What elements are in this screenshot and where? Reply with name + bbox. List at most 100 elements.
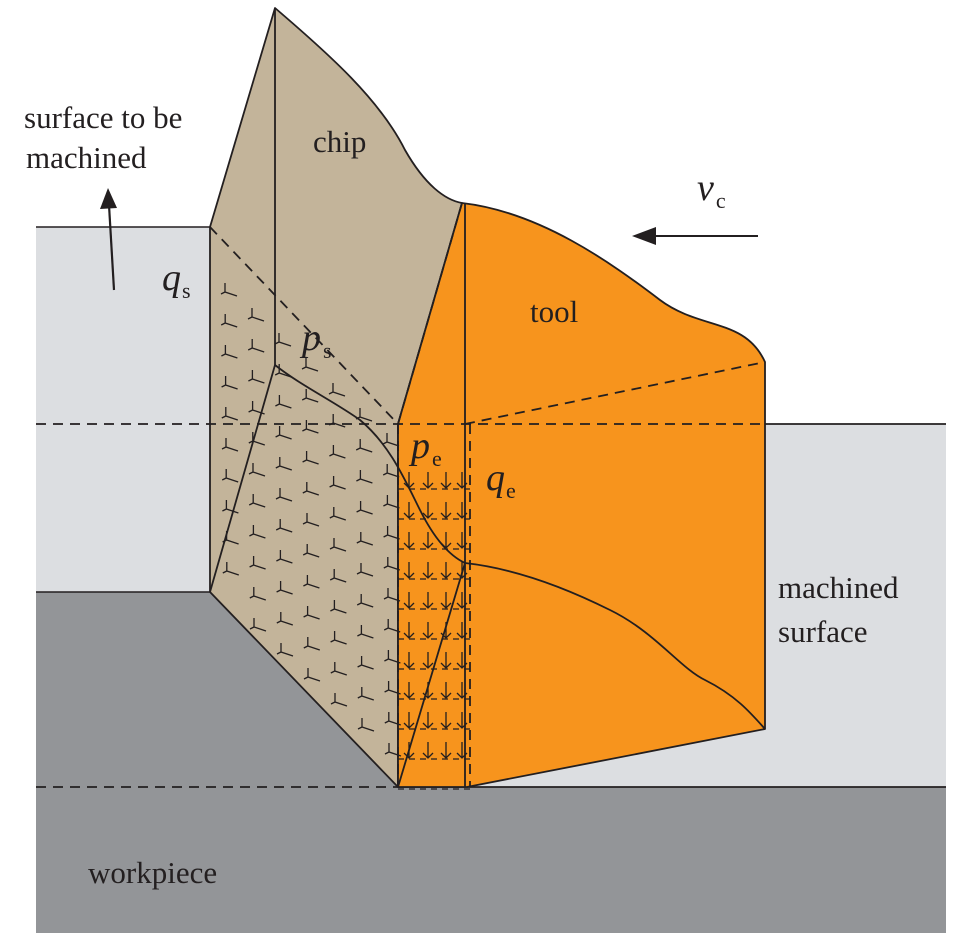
rake-flux-mark — [456, 592, 468, 609]
symbol-qs-base: q — [162, 257, 181, 299]
shear-flux-mark — [303, 575, 320, 589]
shear-flux-mark — [221, 438, 239, 452]
shear-heat-flux-arrows — [220, 283, 402, 757]
shear-flux-mark — [356, 501, 373, 515]
shear-flux-mark — [383, 619, 401, 633]
shear-flux-mark — [247, 308, 265, 322]
shear-flux-mark — [355, 408, 373, 422]
shear-flux-mark — [222, 500, 239, 514]
shear-flux-mark — [275, 519, 293, 533]
rake-flux-mark — [403, 682, 415, 699]
shear-flux-mark — [301, 358, 319, 372]
shear-flux-mark — [329, 507, 347, 521]
shear-flux-mark — [330, 631, 347, 645]
shear-flux-mark — [383, 526, 400, 540]
rake-flux-mark — [422, 742, 434, 759]
shear-flux-mark — [357, 687, 375, 701]
shear-flux-mark — [357, 656, 374, 670]
shear-flux-mark — [249, 587, 267, 601]
symbol-pe: pe — [408, 425, 442, 471]
rake-flux-mark — [440, 472, 452, 489]
shear-flux-mark — [303, 637, 321, 651]
rake-flux-mark — [422, 592, 434, 609]
rake-flux-mark — [403, 622, 415, 639]
shear-flux-mark — [302, 482, 320, 496]
symbol-ps: ps — [299, 317, 332, 363]
rake-flux-mark — [456, 532, 468, 549]
rake-flux-mark — [440, 712, 452, 729]
label-surface-to-be-machined-2: machined — [26, 140, 147, 175]
shear-flux-mark — [274, 364, 292, 378]
shear-flux-mark — [248, 463, 266, 477]
shear-flux-mark — [302, 544, 320, 558]
rake-flux-mark — [456, 652, 468, 669]
symbol-ps-base: p — [299, 317, 321, 359]
rake-flux-mark — [440, 652, 452, 669]
label-chip: chip — [313, 124, 366, 159]
shear-flux-mark — [221, 469, 239, 483]
shear-flux-mark — [220, 314, 238, 328]
shear-flux-mark — [276, 612, 294, 626]
shear-flux-mark — [356, 594, 374, 608]
shear-flux-mark — [248, 432, 266, 446]
shear-flux-mark — [330, 693, 348, 707]
shear-flux-mark — [248, 370, 265, 384]
shear-flux-mark — [303, 668, 321, 682]
symbol-ps-sub: s — [323, 338, 332, 363]
shear-flux-mark — [329, 476, 346, 490]
shear-flux-mark — [303, 606, 320, 620]
shear-flux-mark — [249, 556, 266, 570]
rake-flux-mark — [440, 562, 452, 579]
symbol-vc-sub: c — [716, 188, 726, 213]
rake-flux-mark — [422, 712, 434, 729]
shear-flux-mark — [249, 525, 266, 539]
rake-flux-mark — [456, 742, 468, 759]
rake-flux-mark — [403, 712, 415, 729]
rake-flux-mark — [456, 502, 468, 519]
shear-flux-mark — [301, 389, 319, 403]
shear-flux-mark — [221, 407, 239, 421]
rake-flux-mark — [456, 712, 468, 729]
shear-flux-mark — [329, 445, 346, 459]
dashed-lines — [36, 202, 766, 788]
rake-flux-mark — [456, 682, 468, 699]
shear-flux-mark — [328, 414, 346, 428]
chip-body — [209, 7, 463, 788]
rake-flux-mark — [422, 622, 434, 639]
symbol-vc-base: v — [697, 167, 714, 209]
shear-flux-mark — [248, 494, 266, 508]
rake-flux-mark — [403, 532, 415, 549]
shear-flux-mark — [276, 581, 293, 595]
rake-flux-mark — [403, 472, 415, 489]
shear-flux-mark — [357, 625, 374, 639]
shear-flux-mark — [382, 433, 400, 447]
shear-flux-mark — [356, 470, 373, 484]
shear-flux-mark — [276, 550, 293, 564]
workpiece-dark-region — [36, 592, 946, 933]
symbol-qe-base: q — [486, 457, 505, 499]
shear-flux-mark — [221, 345, 238, 359]
symbol-qe-sub: e — [506, 478, 516, 503]
shear-flux-mark — [382, 464, 400, 478]
shear-flux-mark — [356, 532, 374, 546]
shear-flux-mark — [330, 662, 348, 676]
shear-flux-mark — [275, 395, 292, 409]
shear-flux-mark — [220, 283, 238, 297]
shear-flux-mark — [383, 495, 400, 509]
symbol-qs: qs — [162, 257, 191, 303]
shear-flux-mark — [222, 562, 240, 576]
shear-flux-mark — [302, 451, 319, 465]
shear-flux-mark — [384, 743, 402, 757]
rake-flux-mark — [422, 562, 434, 579]
rake-flux-mark — [440, 682, 452, 699]
shear-flux-mark — [248, 401, 265, 415]
symbol-qs-sub: s — [182, 278, 191, 303]
label-surface-to-be-machined-1: surface to be — [24, 100, 182, 135]
rake-flux-mark — [440, 592, 452, 609]
tool-body — [397, 202, 766, 788]
rake-flux-mark — [422, 652, 434, 669]
rake-flux-mark — [440, 502, 452, 519]
rake-flux-mark — [422, 472, 434, 489]
shear-flux-mark — [356, 563, 374, 577]
